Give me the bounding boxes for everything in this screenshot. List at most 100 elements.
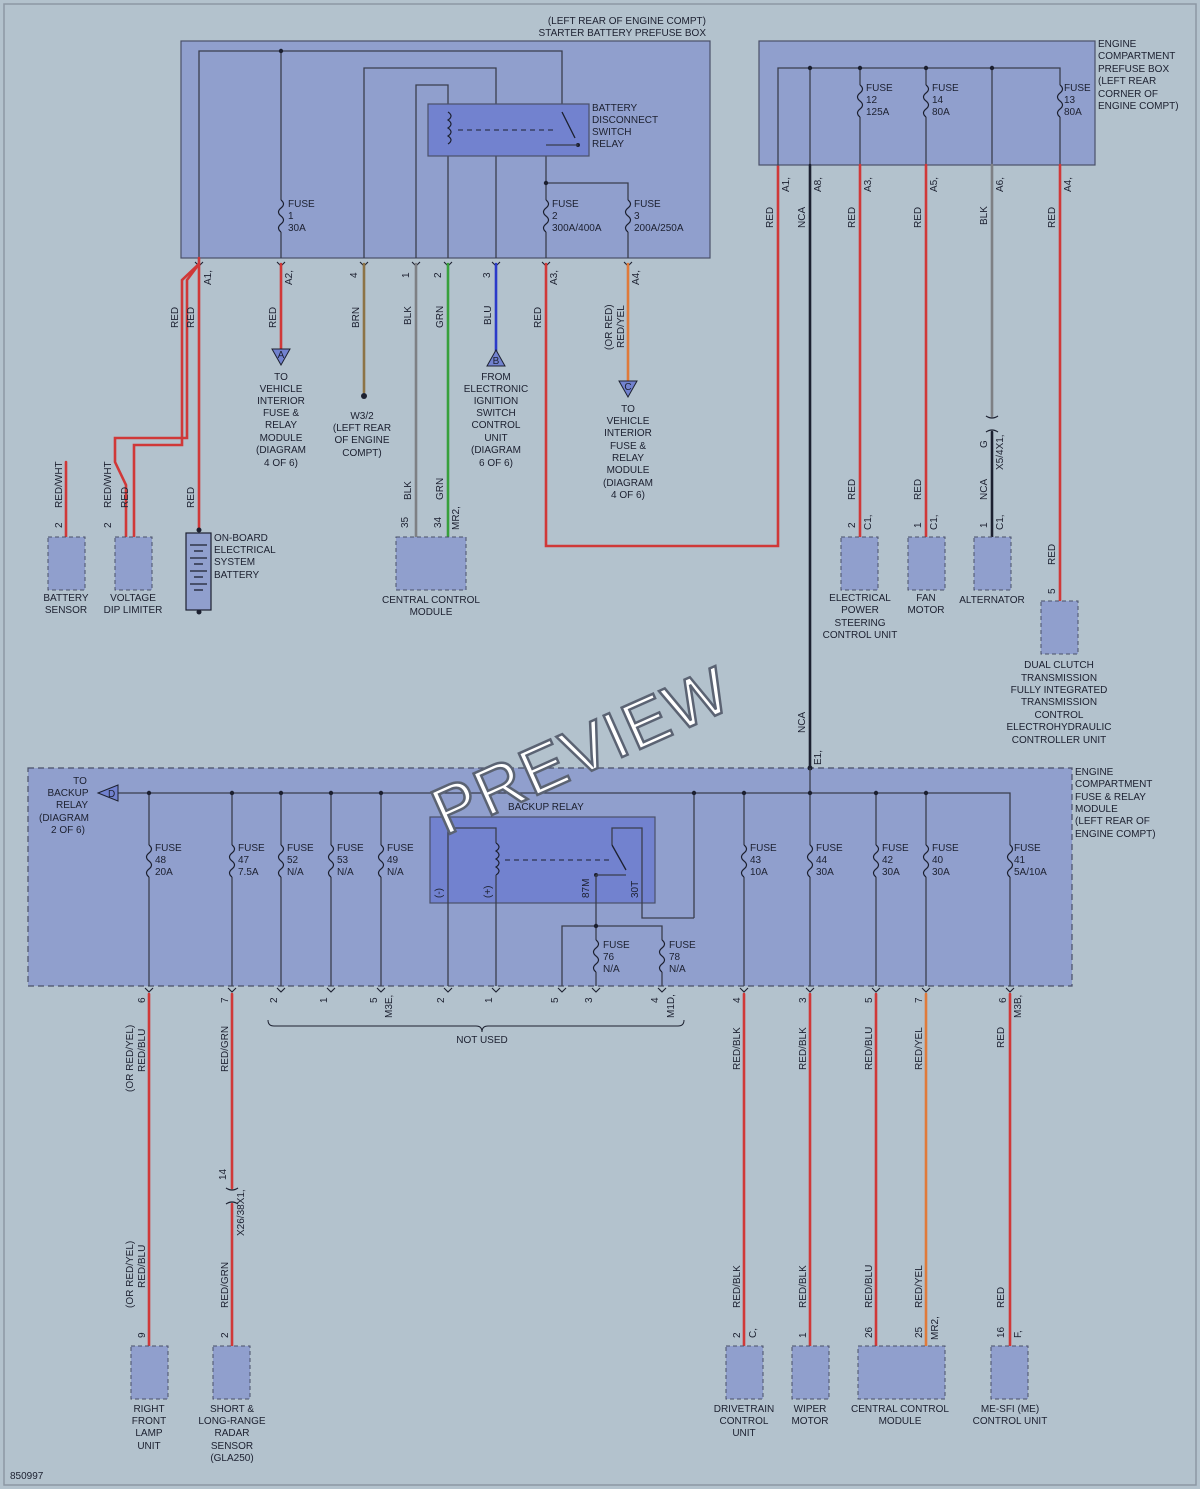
central-control-module-bottom: 26 25 MR2, CENTRAL CONTROL MODULE: [851, 1316, 949, 1427]
svg-text:300A/400A: 300A/400A: [552, 223, 602, 234]
svg-text:DIP LIMITER: DIP LIMITER: [104, 605, 163, 616]
fuse-icon: [856, 84, 864, 118]
svg-text:MODULE: MODULE: [879, 1416, 922, 1427]
svg-text:POWER: POWER: [841, 605, 879, 616]
fuse-icon: [377, 844, 385, 878]
svg-text:C,: C,: [748, 1328, 759, 1338]
svg-text:RED: RED: [913, 207, 924, 228]
svg-text:5: 5: [369, 997, 380, 1003]
svg-text:X5/4X1,: X5/4X1,: [995, 434, 1006, 470]
svg-text:80A: 80A: [1064, 107, 1082, 118]
svg-text:RED: RED: [913, 479, 924, 500]
module-connectors: 6 7 2 1 5 M3E, 2 1 5 3 4 M1D, 4 3 5 7 6 …: [137, 987, 1024, 1046]
svg-text:FUSE: FUSE: [882, 843, 909, 854]
svg-text:RED: RED: [533, 307, 544, 328]
svg-text:41: 41: [1014, 855, 1026, 866]
svg-text:SENSOR: SENSOR: [45, 605, 87, 616]
svg-text:2: 2: [552, 211, 558, 222]
svg-text:FRONT: FRONT: [132, 1416, 166, 1427]
voltage-dip-limiter: 2 VOLTAGE DIP LIMITER: [103, 522, 162, 616]
svg-text:COMPARTMENT: COMPARTMENT: [1098, 51, 1175, 62]
fuse-icon: [922, 844, 930, 878]
svg-text:(LEFT REAR: (LEFT REAR: [1098, 76, 1156, 87]
svg-text:7.5A: 7.5A: [238, 867, 259, 878]
svg-text:BACKUP RELAY: BACKUP RELAY: [508, 802, 584, 813]
svg-text:FUSE: FUSE: [155, 843, 182, 854]
fuse-icon: [327, 844, 335, 878]
svg-text:RED/GRN: RED/GRN: [220, 1262, 231, 1308]
fuse-icon: [806, 844, 814, 878]
svg-text:RED/BLK: RED/BLK: [798, 1027, 809, 1070]
svg-text:A6,: A6,: [995, 177, 1006, 192]
svg-text:CONTROLLER UNIT: CONTROLLER UNIT: [1012, 735, 1106, 746]
svg-text:MOTOR: MOTOR: [907, 605, 944, 616]
svg-text:A5,: A5,: [929, 177, 940, 192]
svg-text:25: 25: [914, 1326, 925, 1338]
engine-compartment-fuse-relay-module: ENGINE COMPARTMENT FUSE & RELAY MODULE (…: [27, 765, 1156, 987]
svg-text:RED: RED: [186, 487, 197, 508]
fuse-icon: [592, 939, 600, 973]
svg-text:35: 35: [400, 516, 411, 528]
svg-text:RED: RED: [1047, 207, 1058, 228]
svg-text:ENGINE COMPT): ENGINE COMPT): [1075, 829, 1156, 840]
bottom-wire-labels: (OR RED/YEL) RED/BLU RED/GRN RED/BLK RED…: [125, 1025, 1007, 1308]
svg-text:1: 1: [319, 997, 330, 1003]
svg-text:COMPARTMENT: COMPARTMENT: [1075, 779, 1152, 790]
svg-text:76: 76: [603, 952, 615, 963]
svg-text:CONTROL UNIT: CONTROL UNIT: [823, 630, 898, 641]
svg-text:FUSE: FUSE: [932, 843, 959, 854]
svg-text:FUSE: FUSE: [866, 83, 893, 94]
svg-text:80A: 80A: [932, 107, 950, 118]
me-sfi-control-unit: 16 F, ME-SFI (ME) CONTROL UNIT: [973, 1326, 1048, 1427]
inline-connector-icon: [225, 1187, 239, 1205]
fuse-icon: [658, 939, 666, 973]
svg-text:RED: RED: [268, 307, 279, 328]
svg-text:W3/2: W3/2: [350, 411, 374, 422]
ref-d: D TO BACKUP RELAY (DIAGRAM 2 OF 6): [39, 776, 119, 836]
svg-text:30A: 30A: [882, 867, 900, 878]
svg-text:MODULE: MODULE: [410, 607, 453, 618]
svg-text:1: 1: [401, 272, 412, 278]
wire-red-dip-limiter: [113, 262, 201, 539]
svg-text:1: 1: [798, 1332, 809, 1338]
svg-text:53: 53: [337, 855, 349, 866]
svg-text:7: 7: [914, 997, 925, 1003]
engine-compartment-prefuse-box: ENGINE COMPARTMENT PREFUSE BOX (LEFT REA…: [758, 39, 1179, 166]
svg-text:WIPER: WIPER: [794, 1404, 827, 1415]
ref-a: A TO VEHICLE INTERIOR FUSE & RELAY MODUL…: [256, 348, 306, 469]
svg-text:78: 78: [669, 952, 681, 963]
wire-red-loop: [544, 164, 780, 548]
svg-text:TRANSMISSION: TRANSMISSION: [1021, 673, 1097, 684]
svg-text:(-): (-): [434, 888, 445, 898]
svg-text:CONTROL: CONTROL: [472, 420, 521, 431]
svg-text:16: 16: [996, 1326, 1007, 1338]
svg-text:RELAY: RELAY: [56, 800, 88, 811]
fuse-icon: [542, 199, 550, 233]
svg-text:ON-BOARD: ON-BOARD: [214, 533, 268, 544]
svg-text:A4,: A4,: [631, 270, 642, 285]
svg-text:STEERING: STEERING: [834, 618, 885, 629]
svg-text:4: 4: [650, 997, 661, 1003]
wire-red-voltage-dip: [132, 262, 201, 539]
svg-text:1: 1: [484, 997, 495, 1003]
svg-text:A2,: A2,: [284, 270, 295, 285]
svg-text:MR2,: MR2,: [451, 506, 462, 530]
svg-text:2: 2: [847, 522, 858, 528]
diagram-id: 850997: [10, 1471, 44, 1482]
fuse-icon: [922, 84, 930, 118]
svg-text:GRN: GRN: [435, 306, 446, 328]
svg-text:RED: RED: [1047, 544, 1058, 565]
fuse-1: FUSE 1 30A: [277, 199, 315, 234]
svg-text:DRIVETRAIN: DRIVETRAIN: [714, 1404, 775, 1415]
svg-text:47: 47: [238, 855, 250, 866]
svg-text:RED/GRN: RED/GRN: [220, 1026, 231, 1072]
svg-text:F,: F,: [1013, 1330, 1024, 1338]
svg-text:(+): (+): [483, 886, 494, 899]
relay-switch-icon: [561, 111, 576, 139]
svg-text:RED/YEL: RED/YEL: [616, 305, 627, 348]
svg-text:TO: TO: [274, 372, 288, 383]
